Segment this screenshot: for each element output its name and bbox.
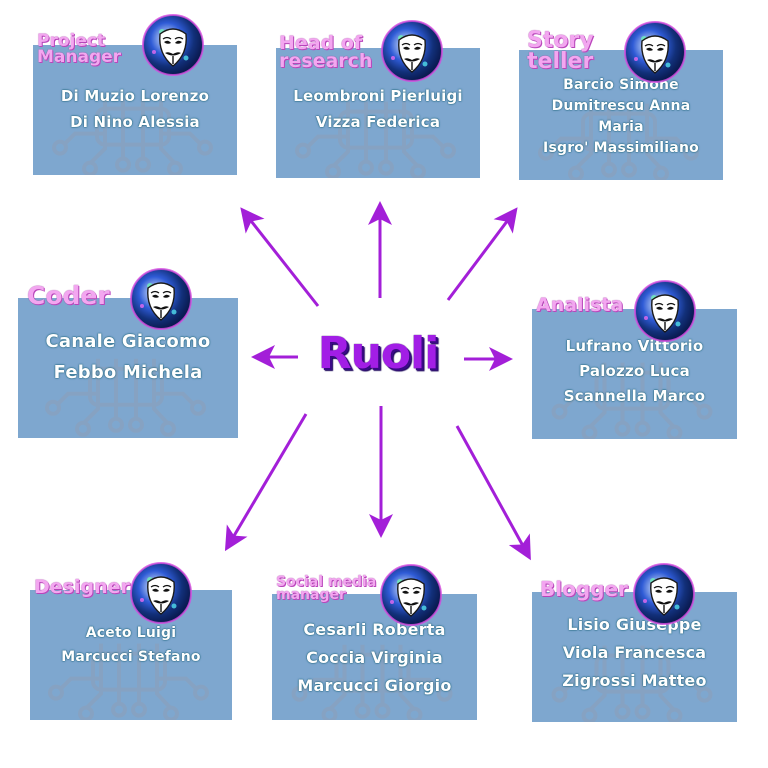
member-name: Zigrossi Matteo: [562, 671, 707, 690]
member-name: Vizza Federica: [315, 113, 441, 131]
member-name: Leombroni Pierluigi: [293, 87, 463, 105]
member-name: Canale Giacomo: [45, 331, 211, 352]
role-title-line: Project: [37, 31, 106, 51]
arrow-to-project-manager: [240, 207, 320, 307]
role-title-line: Analista: [536, 294, 624, 316]
circuit-pattern: [45, 358, 206, 437]
anonymous-mask-globe-icon: [632, 278, 698, 344]
member-name: Scannella Marco: [563, 387, 706, 405]
anonymous-mask-globe-icon: [128, 560, 194, 626]
arrow-to-designer: [224, 413, 308, 552]
circuit-pattern: [538, 103, 699, 180]
center-title: Ruoli: [317, 328, 440, 379]
member-name: Marcucci Stefano: [61, 649, 201, 665]
member-name: Di Muzio Lorenzo: [60, 87, 210, 105]
circuit-pattern: [551, 645, 713, 722]
circuit-pattern: [291, 644, 453, 720]
member-name: Di Nino Alessia: [70, 113, 200, 131]
member-name: Maria: [598, 119, 644, 135]
role-title-line: Blogger: [540, 577, 628, 601]
role-title-line: Coder: [27, 281, 110, 310]
member-name: Febbo Michela: [53, 362, 203, 383]
role-title-line: Designer: [34, 576, 130, 598]
role-title-line: Head of: [279, 32, 363, 54]
anonymous-mask-globe-icon: [631, 561, 697, 627]
circuit-pattern: [551, 362, 713, 439]
role-title-line: Manager: [37, 47, 122, 68]
member-name: Coccia Virginia: [306, 648, 443, 667]
member-name: Palozzo Luca: [579, 362, 690, 380]
member-list: Di Muzio Lorenzo Di Nino Alessia: [33, 83, 237, 135]
member-name: Dumitrescu Anna: [551, 98, 691, 114]
member-name: Aceto Luigi: [85, 625, 177, 641]
role-title-line: teller: [527, 48, 594, 74]
anonymous-mask-globe-icon: [622, 19, 688, 85]
anonymous-mask-globe-icon: [128, 266, 194, 332]
member-name: Marcucci Giorgio: [297, 676, 452, 695]
circuit-pattern: [295, 101, 456, 178]
member-name: Isgro' Massimiliano: [543, 140, 699, 156]
anonymous-mask-globe-icon: [379, 18, 445, 84]
role-card-project-manager: Di Muzio Lorenzo Di Nino Alessia: [33, 45, 237, 175]
role-title-blogger: Blogger: [540, 577, 628, 601]
role-title-line: Story: [527, 28, 594, 53]
arrow-to-story-teller: [446, 207, 518, 301]
arrow-to-blogger: [455, 425, 531, 561]
role-title-designer: Designer: [34, 576, 130, 598]
role-title-line: research: [279, 50, 373, 73]
role-title-line: manager: [276, 587, 346, 604]
role-title-coder: Coder: [27, 281, 110, 310]
circuit-pattern: [52, 98, 213, 175]
role-title-analista: Analista: [536, 294, 624, 316]
anonymous-mask-globe-icon: [378, 562, 444, 628]
circuit-pattern: [48, 643, 209, 720]
member-name: Viola Francesca: [562, 643, 707, 662]
anonymous-mask-globe-icon: [140, 12, 206, 78]
role-title-line: Social media: [276, 574, 377, 590]
